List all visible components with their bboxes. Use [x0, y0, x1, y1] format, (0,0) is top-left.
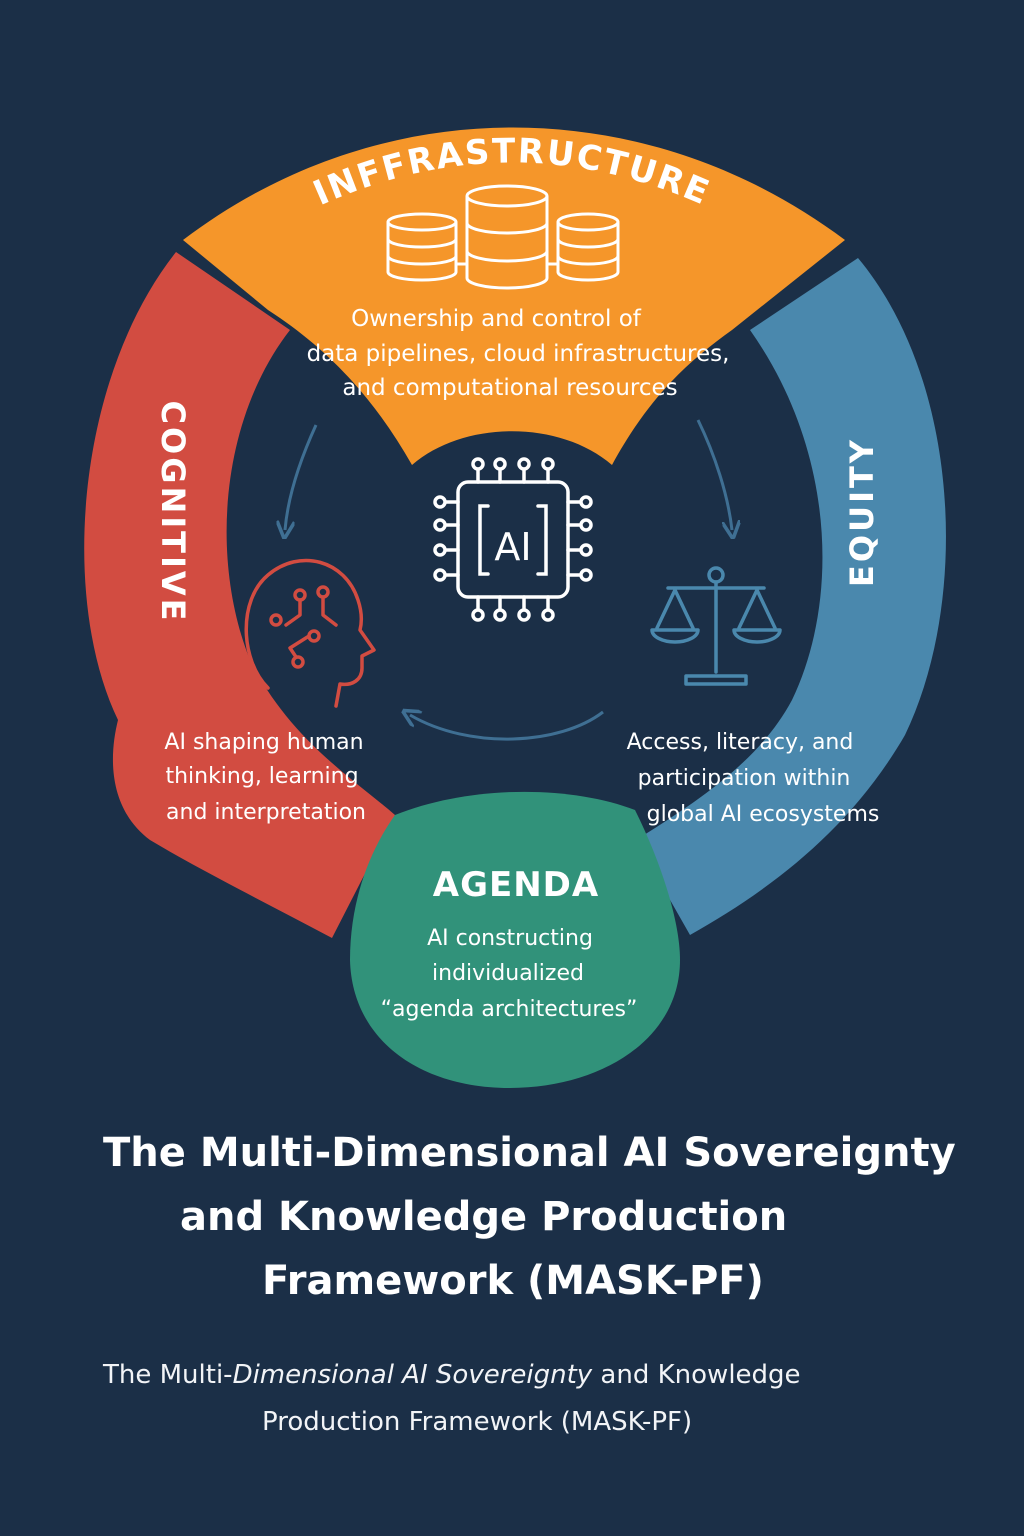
agenda-segment	[350, 791, 680, 1088]
cognitive-segment	[84, 252, 396, 938]
infrastructure-desc-line-2: data pipelines, cloud infrastructures,	[307, 341, 730, 367]
subtitle-part-b: Dimensional AI Sovereignty	[232, 1360, 593, 1390]
subtitle-part-a: The Multi-	[103, 1360, 233, 1390]
ai-chip-label: AI	[494, 525, 531, 569]
agenda-label: AGENDA	[433, 865, 599, 905]
arrow-infra-to-equity	[696, 419, 732, 530]
infrastructure-desc-line-1: Ownership and control of	[351, 306, 642, 332]
arrow-equity-to-cognitive	[410, 712, 604, 741]
equity-label: EQUITY	[843, 437, 881, 587]
balance-scale-icon	[650, 566, 782, 686]
equity-desc-line-1: Access, literacy, and	[627, 730, 854, 755]
infrastructure-segment	[183, 127, 845, 465]
equity-desc-line-2: participation within	[638, 766, 851, 791]
cognitive-label: COGNITIVE	[154, 401, 192, 624]
cognitive-desc-line-2: thinking, learning	[165, 764, 358, 789]
subtitle-line-2: Production Framework (MASK-PF)	[262, 1407, 693, 1437]
ai-chip-icon	[433, 457, 593, 622]
infrastructure-desc-line-3: and computational resources	[342, 375, 677, 401]
cognitive-desc-line-3: and interpretation	[166, 800, 366, 825]
title-line-3: Framework (MASK-PF)	[262, 1258, 764, 1304]
subtitle-part-c: and Knowledge	[592, 1360, 801, 1390]
subtitle-line-1: The Multi-Dimensional AI Sovereignty and…	[103, 1360, 801, 1390]
agenda-desc-line-2: individualized	[432, 961, 584, 986]
cognitive-desc-line-1: AI shaping human	[164, 730, 363, 755]
agenda-desc-line-1: AI constructing	[427, 926, 593, 951]
equity-desc-line-3: global AI ecosystems	[647, 802, 880, 827]
brain-circuit-head-icon	[244, 558, 376, 708]
arrow-infra-to-cognitive	[285, 424, 318, 530]
title-line-2: and Knowledge Production	[180, 1194, 788, 1240]
database-stack-icon	[386, 184, 620, 290]
title-line-1: The Multi-Dimensional AI Sovereignty	[103, 1130, 956, 1176]
equity-segment	[636, 258, 946, 935]
agenda-desc-line-3: “agenda architectures”	[381, 997, 638, 1022]
